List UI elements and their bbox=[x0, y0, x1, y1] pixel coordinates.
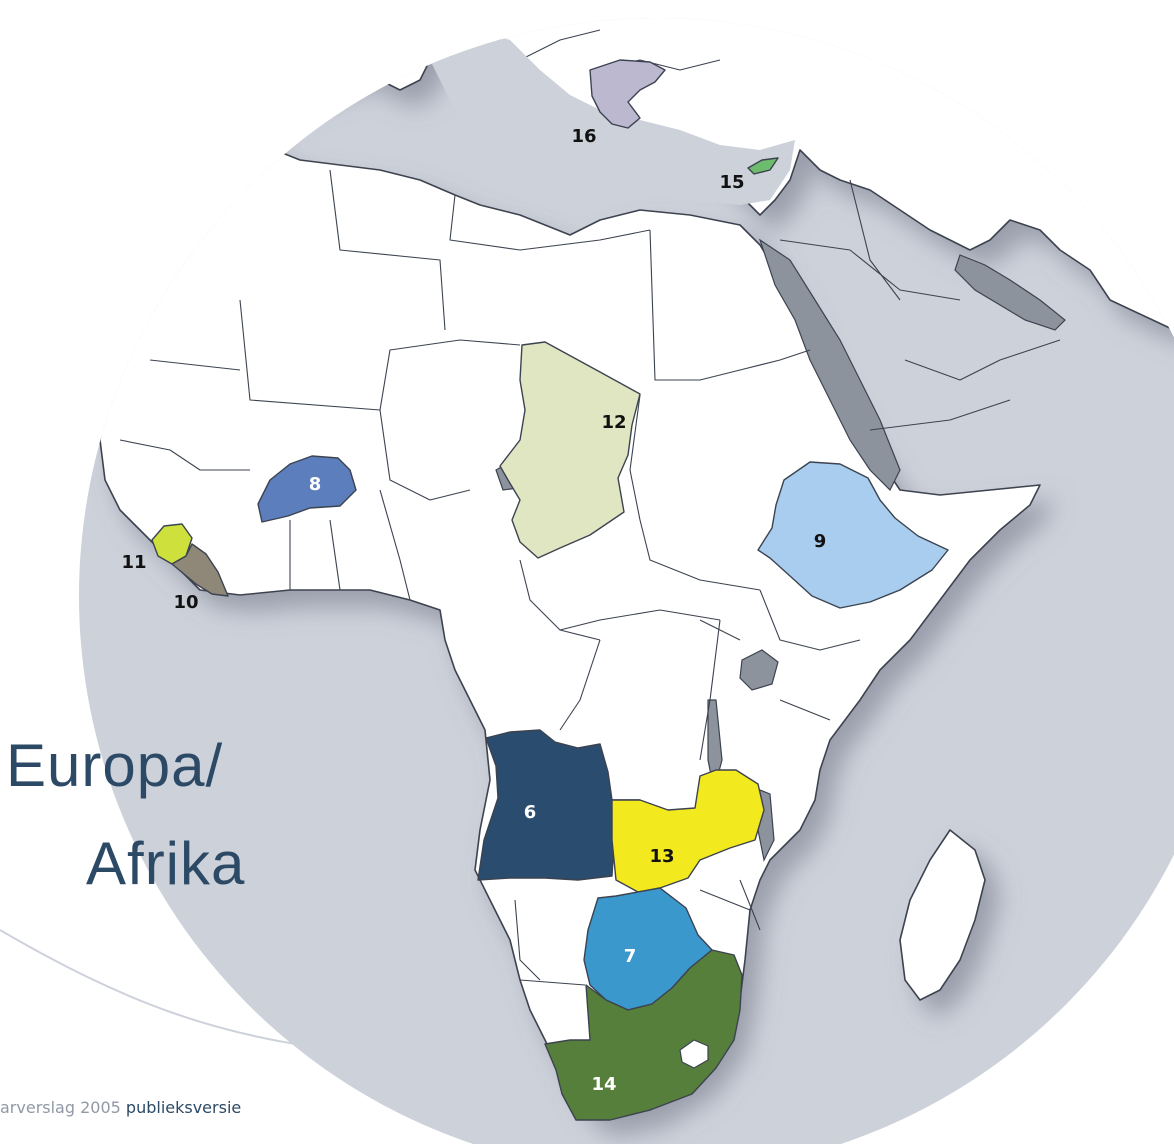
label-8: 8 bbox=[309, 474, 322, 495]
region-15-cyprus[interactable] bbox=[747, 157, 779, 175]
label-6: 6 bbox=[524, 802, 537, 823]
region-title-line2: Afrika bbox=[86, 830, 246, 897]
lake-victoria bbox=[739, 649, 779, 691]
label-7: 7 bbox=[624, 946, 637, 967]
decorative-arc bbox=[0, 929, 361, 1053]
footer: arverslag 2005 publieksversie bbox=[0, 1098, 241, 1117]
region-9-ethiopia[interactable] bbox=[757, 461, 949, 609]
persian-gulf bbox=[954, 254, 1066, 331]
region-13-zambia[interactable] bbox=[611, 769, 765, 893]
red-sea bbox=[758, 238, 901, 492]
country-borders bbox=[119, 29, 1061, 986]
label-16: 16 bbox=[571, 126, 596, 147]
label-14: 14 bbox=[591, 1074, 616, 1095]
madagascar-land bbox=[899, 829, 986, 1001]
label-11: 11 bbox=[121, 552, 146, 573]
region-12-chad[interactable] bbox=[499, 341, 641, 559]
region-11-sierra-leone[interactable] bbox=[151, 523, 193, 565]
footer-prefix: arverslag 2005 bbox=[0, 1098, 121, 1117]
footer-suffix: publieksversie bbox=[125, 1098, 242, 1117]
label-15: 15 bbox=[719, 172, 744, 193]
label-13: 13 bbox=[649, 846, 674, 867]
lesotho-enclave bbox=[679, 1039, 709, 1069]
label-10: 10 bbox=[173, 592, 198, 613]
region-10-liberia[interactable] bbox=[171, 543, 229, 597]
label-12: 12 bbox=[601, 412, 626, 433]
africa-land bbox=[99, 139, 1041, 1121]
region-14-south-africa[interactable] bbox=[544, 949, 743, 1121]
label-9: 9 bbox=[814, 531, 827, 552]
region-8-burkina-faso[interactable] bbox=[257, 455, 357, 523]
region-title-line1: Europa/ bbox=[6, 732, 224, 799]
region-16-greece[interactable] bbox=[589, 59, 666, 129]
region-labels: 6 7 8 9 10 11 12 13 14 15 16 bbox=[121, 126, 826, 1095]
